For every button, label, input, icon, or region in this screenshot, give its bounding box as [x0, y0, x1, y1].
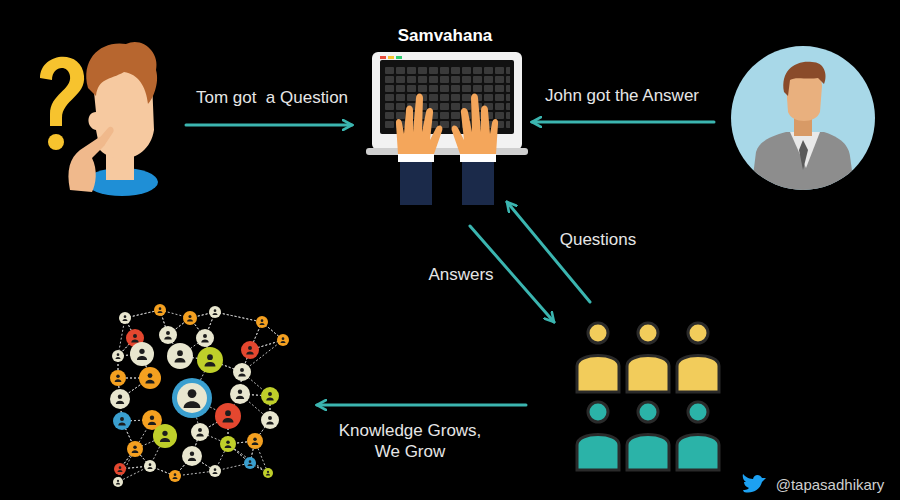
network-node: [110, 370, 126, 386]
laptop-illustration: [366, 52, 528, 205]
network-node: [114, 463, 126, 475]
network-node: [183, 311, 197, 325]
network-node: [215, 403, 241, 429]
arrow-label: Questions: [560, 229, 637, 250]
arrow-label: Tom got a Question: [196, 87, 348, 108]
network-node: [197, 347, 223, 373]
network-node: [139, 367, 161, 389]
john-arrow: [532, 121, 714, 124]
people-group: [577, 323, 719, 470]
network-node: [144, 460, 156, 472]
tom-arrow: [186, 124, 352, 127]
network-node: [154, 304, 166, 316]
network-node: [263, 468, 273, 478]
network-node: [230, 384, 250, 404]
network-node: [247, 433, 263, 449]
network-node: [256, 316, 268, 328]
tom-figure: [40, 42, 158, 196]
network-node: [182, 446, 202, 466]
network-node: [196, 329, 214, 347]
flow-arrows: [186, 122, 714, 405]
questions-arrow: [507, 202, 590, 302]
twitter-icon: [743, 474, 766, 493]
network-node: [113, 477, 123, 487]
network-node: [153, 424, 177, 448]
network-node: [261, 411, 279, 429]
arrow-label: Knowledge Grows, We Grow: [335, 420, 485, 463]
network-node: [112, 350, 124, 362]
network-node: [209, 465, 221, 477]
arrow-label: Answers: [428, 264, 493, 285]
arrow-label-text: John got the Answer: [545, 86, 699, 105]
knowledge-arrow: [317, 404, 526, 407]
network-node: [167, 343, 193, 369]
network-node: [159, 326, 177, 344]
network-node: [169, 470, 181, 482]
watermark-text: @tapasadhikary: [776, 476, 885, 493]
network-node: [191, 423, 209, 441]
network-link: [175, 471, 215, 476]
network-node: [261, 387, 279, 405]
network-link: [215, 312, 262, 322]
john-figure: [731, 46, 875, 200]
watermark: @tapasadhikary: [776, 476, 885, 495]
network-node: [241, 341, 259, 359]
arrow-label: John got the Answer: [545, 85, 699, 106]
network-node: [244, 457, 256, 469]
network-node: [172, 378, 212, 418]
arrow-label-text: Questions: [560, 230, 637, 249]
arrow-label-text: Knowledge Grows, We Grow: [339, 421, 482, 461]
node-title: Samvahana: [365, 26, 525, 46]
network-node: [233, 363, 251, 381]
network-node: [110, 389, 130, 409]
network-node: [119, 312, 131, 324]
network-node: [277, 334, 289, 346]
network-link: [215, 312, 262, 322]
network-node: [130, 342, 154, 366]
network-node: [220, 436, 236, 452]
network-node: [127, 441, 143, 457]
arrow-label-text: Tom got a Question: [196, 88, 348, 107]
network-node: [209, 306, 221, 318]
network-illustration: [110, 304, 289, 487]
system-node: Samvahana: [365, 26, 525, 206]
arrow-label-text: Answers: [428, 265, 493, 284]
network-node: [113, 412, 131, 430]
